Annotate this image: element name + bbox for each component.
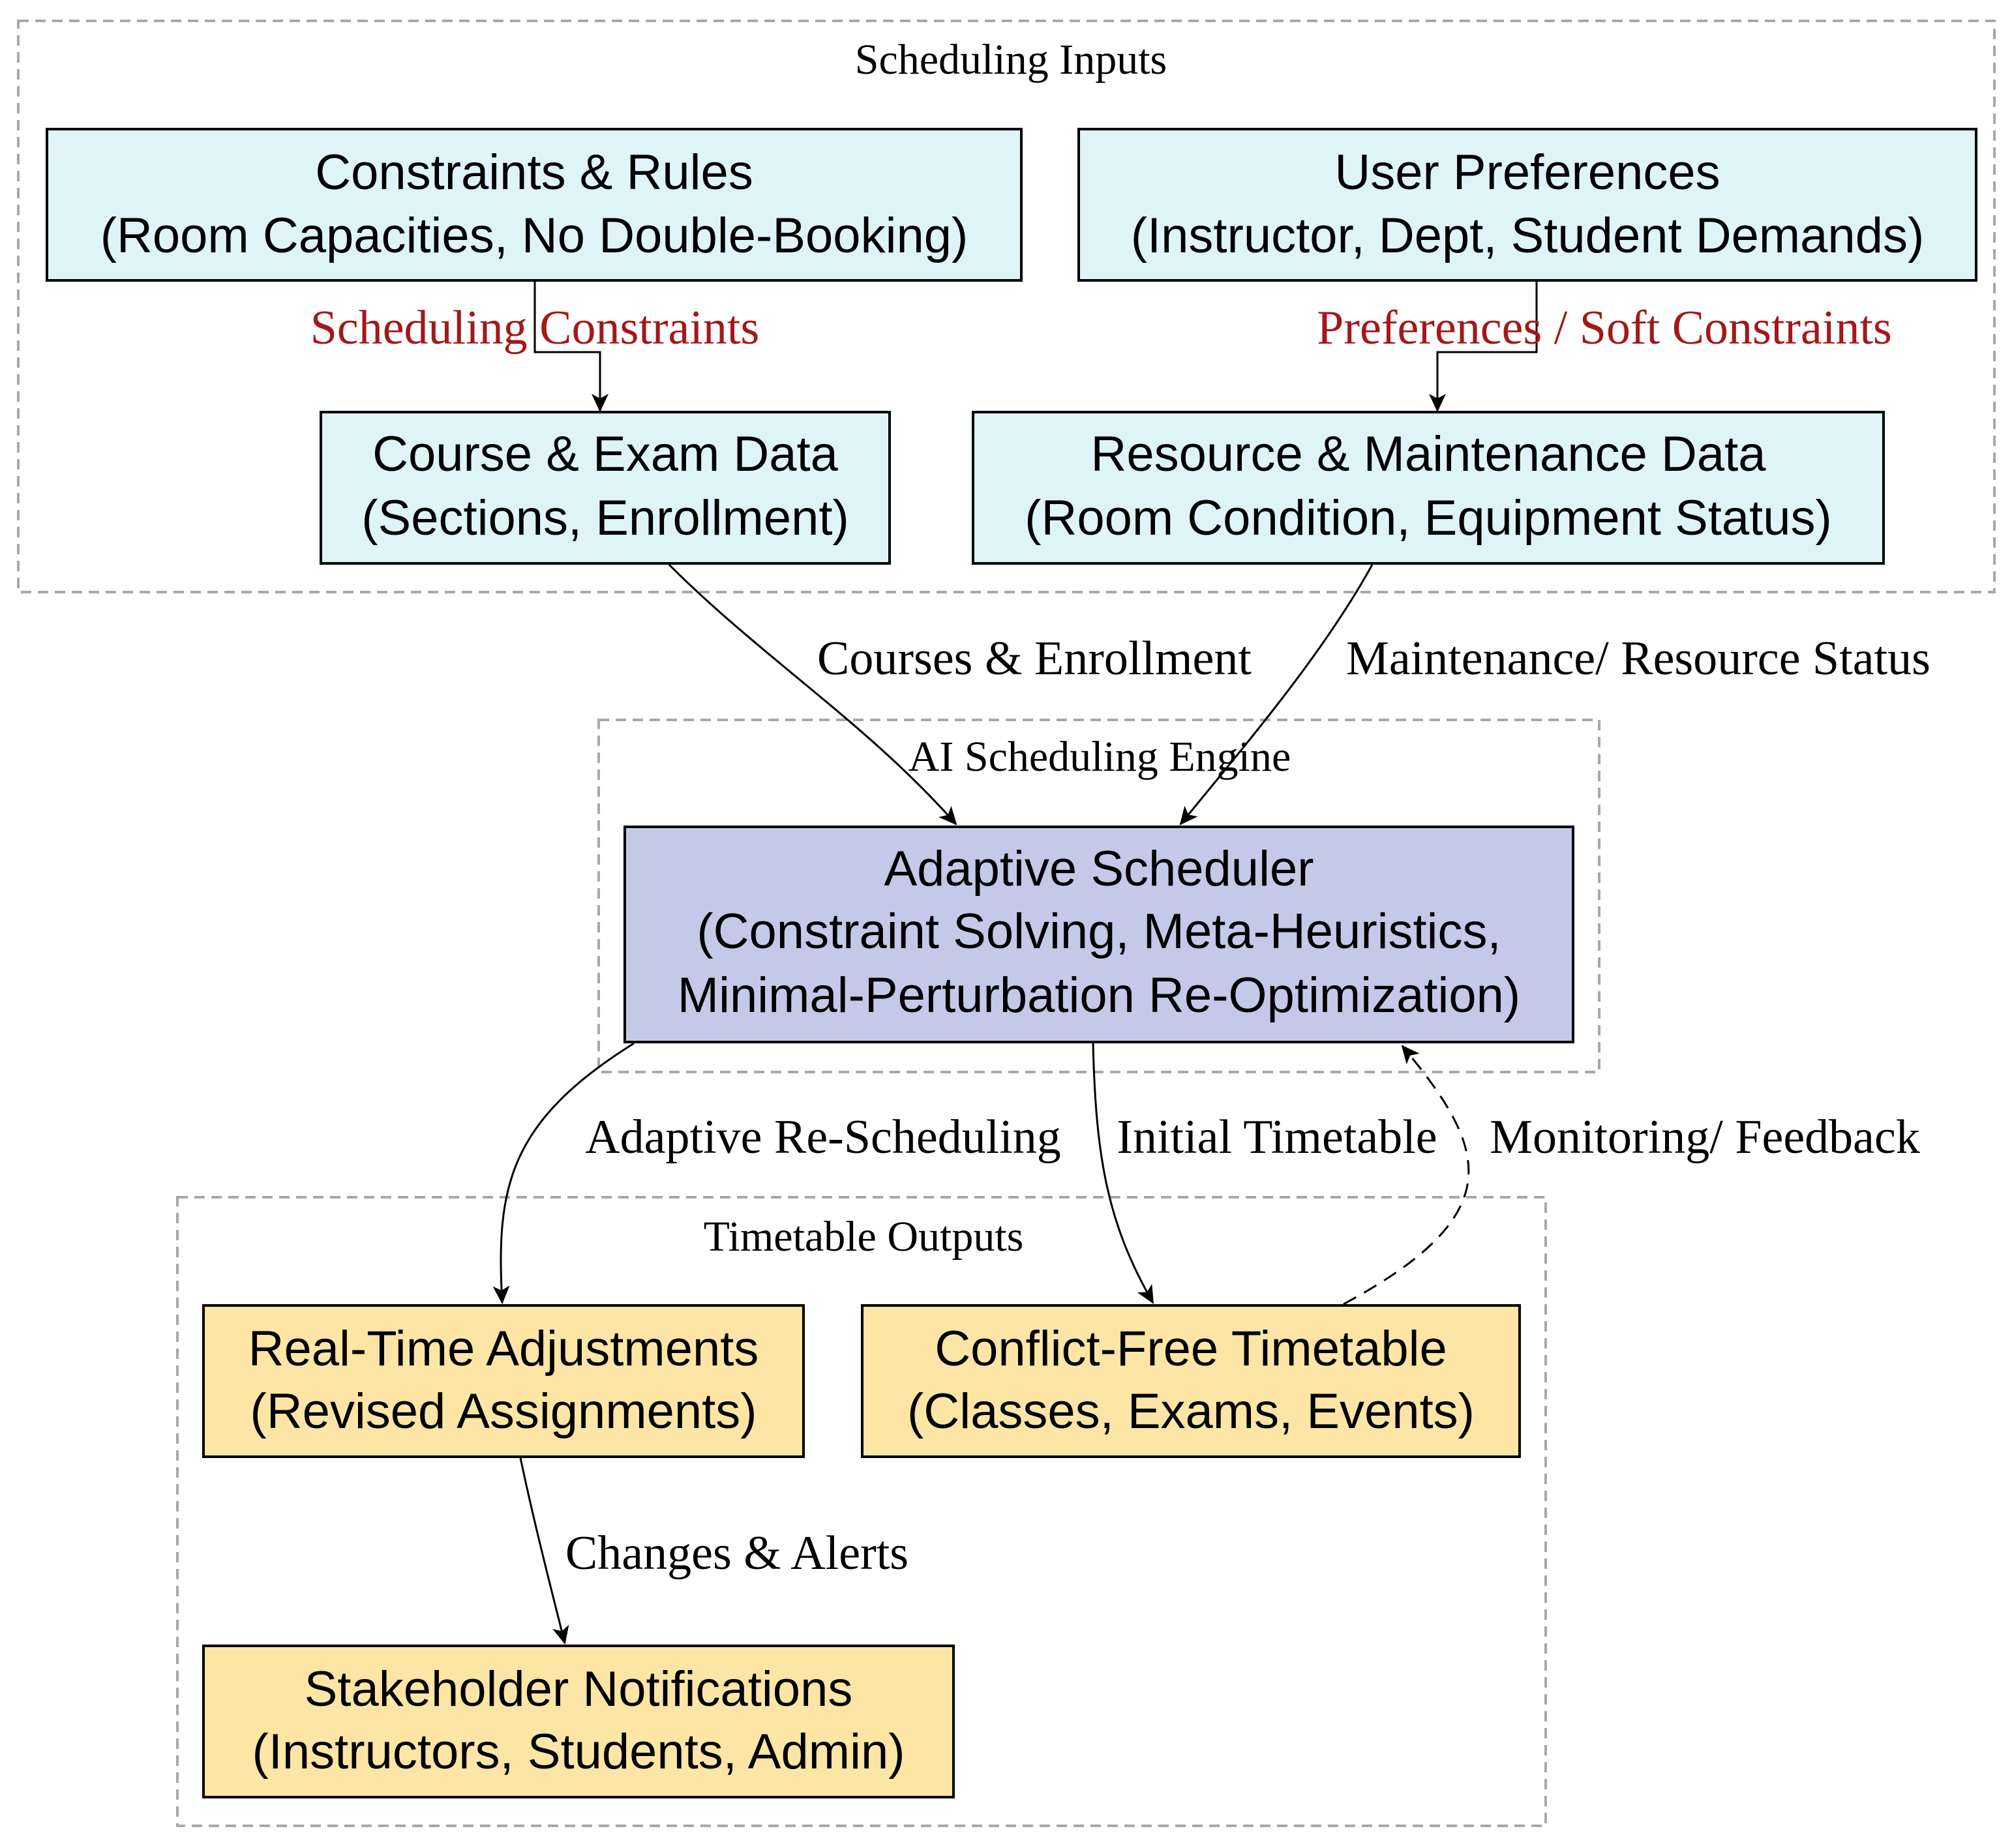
adaptive-scheduler-title: Adaptive Scheduler bbox=[884, 841, 1314, 897]
constraints-rules-node: Constraints & Rules (Room Capacities, No… bbox=[46, 128, 1023, 282]
initial-timetable-connector bbox=[1092, 1043, 1154, 1304]
initial-timetable-label: Initial Timetable bbox=[1117, 1110, 1437, 1164]
resource-maintenance-data-node: Resource & Maintenance Data (Room Condit… bbox=[972, 411, 1885, 565]
changes-alerts-connector bbox=[519, 1457, 569, 1645]
courses-enrollment-label: Courses & Enrollment bbox=[817, 632, 1252, 685]
user-preferences-sub: (Instructor, Dept, Student Demands) bbox=[1131, 208, 1925, 263]
adaptive-rescheduling-connector bbox=[492, 1042, 635, 1304]
constraints-rules-title: Constraints & Rules bbox=[315, 145, 753, 200]
courses-enrollment-connector bbox=[668, 563, 957, 826]
scheduling-constraints-connector bbox=[533, 282, 608, 412]
changes-alerts-label: Changes & Alerts bbox=[565, 1527, 908, 1580]
real-time-adjustments-title: Real-Time Adjustments bbox=[248, 1321, 759, 1377]
constraints-rules-sub: (Room Capacities, No Double-Booking) bbox=[100, 208, 968, 263]
conflict-free-timetable-title: Conflict-Free Timetable bbox=[935, 1321, 1447, 1377]
adaptive-scheduler-sub-2: Minimal-Perturbation Re-Optimization) bbox=[678, 968, 1520, 1023]
ai-engine-group bbox=[597, 719, 1600, 1073]
user-preferences-node: User Preferences (Instructor, Dept, Stud… bbox=[1077, 128, 1977, 282]
real-time-adjustments-node: Real-Time Adjustments (Revised Assignmen… bbox=[202, 1304, 805, 1458]
stakeholder-notifications-title: Stakeholder Notifications bbox=[305, 1662, 853, 1717]
monitoring-feedback-label: Monitoring/ Feedback bbox=[1490, 1110, 1920, 1164]
maintenance-status-connector bbox=[1179, 564, 1374, 826]
maintenance-status-label: Maintenance/ Resource Status bbox=[1346, 632, 1930, 685]
scheduling-inputs-group-label: Scheduling Inputs bbox=[855, 36, 1167, 83]
resource-maintenance-data-title: Resource & Maintenance Data bbox=[1090, 426, 1766, 482]
stakeholder-notifications-node: Stakeholder Notifications (Instructors, … bbox=[202, 1645, 955, 1798]
scheduling-inputs-group bbox=[17, 20, 1996, 593]
adaptive-scheduler-node: Adaptive Scheduler (Constraint Solving, … bbox=[623, 826, 1574, 1043]
stakeholder-notifications-sub: (Instructors, Students, Admin) bbox=[252, 1724, 905, 1780]
resource-maintenance-data-sub: (Room Condition, Equipment Status) bbox=[1025, 490, 1832, 546]
conflict-free-timetable-sub: (Classes, Exams, Events) bbox=[907, 1384, 1475, 1439]
adaptive-rescheduling-label: Adaptive Re-Scheduling bbox=[585, 1110, 1061, 1164]
real-time-adjustments-sub: (Revised Assignments) bbox=[250, 1384, 757, 1439]
timetable-outputs-group bbox=[176, 1196, 1547, 1827]
scheduling-constraints-label: Scheduling Constraints bbox=[310, 301, 760, 355]
course-exam-data-sub: (Sections, Enrollment) bbox=[361, 490, 849, 546]
preferences-soft-label: Preferences / Soft Constraints bbox=[1317, 301, 1892, 355]
adaptive-scheduler-sub-1: (Constraint Solving, Meta-Heuristics, bbox=[697, 904, 1501, 959]
user-preferences-title: User Preferences bbox=[1334, 145, 1720, 200]
ai-engine-group-label: AI Scheduling Engine bbox=[908, 733, 1291, 781]
monitoring-feedback-connector bbox=[1343, 1045, 1470, 1305]
timetable-outputs-group-label: Timetable Outputs bbox=[704, 1213, 1024, 1260]
conflict-free-timetable-node: Conflict-Free Timetable (Classes, Exams,… bbox=[861, 1304, 1521, 1458]
course-exam-data-node: Course & Exam Data (Sections, Enrollment… bbox=[320, 411, 891, 565]
course-exam-data-title: Course & Exam Data bbox=[372, 426, 839, 482]
preferences-soft-connector bbox=[1429, 282, 1538, 412]
